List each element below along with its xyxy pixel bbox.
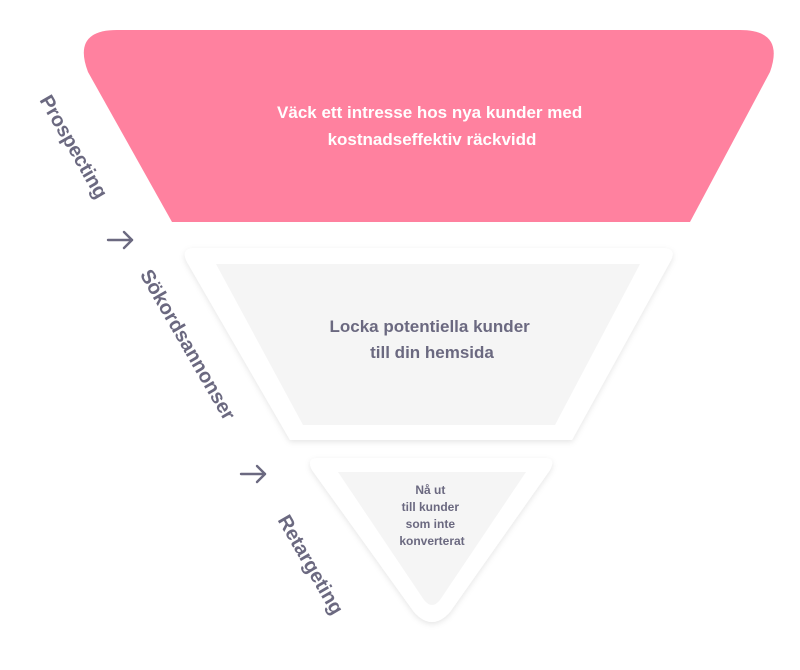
funnel-middle-text-line1: Locka potentiella kunder (330, 317, 531, 336)
funnel-top-text-line2: kostnadseffektiv räckvidd (328, 130, 537, 149)
svg-text:Nå ut till kunder: Nå ut till kunder som inte konverterat (399, 483, 464, 548)
funnel-top-stage: Väck ett intresse hos nya kunder med kos… (83, 30, 774, 222)
funnel-middle-stage: Locka potentiella kunder till din hemsid… (184, 248, 673, 440)
funnel-middle-text-line2: till din hemsida (370, 343, 494, 362)
funnel-bottom-text-line1: Nå ut (415, 483, 445, 497)
funnel-bottom-stage: Nå ut till kunder som inte konverterat (310, 458, 553, 622)
svg-text:Locka potentiella kunder: Locka potentiella kunder till din hemsid… (330, 317, 535, 362)
arrow-icon (239, 464, 267, 484)
funnel-bottom-text-line3: som inte (406, 517, 456, 531)
funnel-top-shape (83, 30, 774, 222)
svg-text:Väck ett intresse hos nya kund: Väck ett intresse hos nya kunder med kos… (277, 103, 587, 149)
funnel-bottom-text-line2: till kunder (402, 500, 460, 514)
funnel-middle-inner (216, 264, 640, 425)
arrow-icon (106, 230, 134, 250)
funnel-top-text-line1: Väck ett intresse hos nya kunder med (277, 103, 582, 122)
funnel-bottom-inner (338, 472, 526, 605)
stage-label-prospecting: Prospecting (35, 91, 112, 202)
funnel-bottom-text-line4: konverterat (399, 534, 464, 548)
stage-label-retargeting: Retargeting (273, 511, 348, 618)
